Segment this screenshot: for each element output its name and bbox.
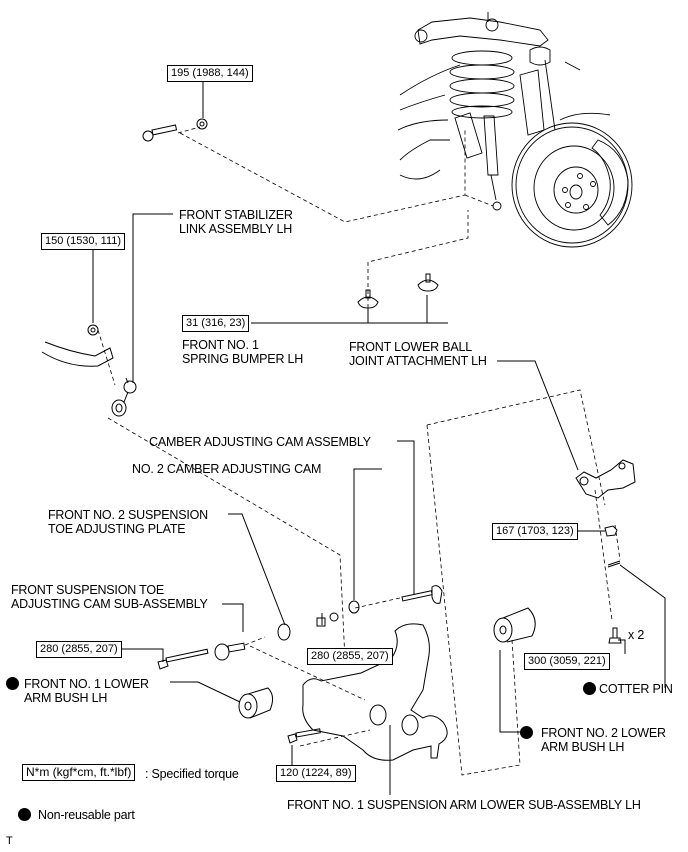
label-stabilizer-link: FRONT STABILIZER LINK ASSEMBLY LH bbox=[179, 208, 293, 236]
stabilizer-nut bbox=[87, 324, 99, 336]
label-cotter-pin: COTTER PIN bbox=[599, 682, 673, 696]
label-no1-bush: FRONT NO. 1 LOWER ARM BUSH LH bbox=[24, 677, 149, 705]
no1-bush bbox=[238, 687, 274, 719]
label-ball-joint-attachment: FRONT LOWER BALL JOINT ATTACHMENT LH bbox=[349, 340, 487, 368]
camber-cam-bolt bbox=[401, 585, 443, 604]
quantity-note: x 2 bbox=[628, 628, 645, 642]
ball-joint-attachment bbox=[575, 459, 636, 499]
assembly-guide-lines bbox=[97, 126, 621, 776]
torque-upper-bolt: 195 (1988, 144) bbox=[167, 65, 253, 82]
label-toe-cam: FRONT SUSPENSION TOE ADJUSTING CAM SUB-A… bbox=[11, 583, 208, 611]
label-toe-plate: FRONT NO. 2 SUSPENSION TOE ADJUSTING PLA… bbox=[48, 508, 208, 536]
toe-bolt bbox=[157, 648, 209, 670]
spring-bumpers bbox=[357, 273, 439, 309]
legend-non-reusable: Non-reusable part bbox=[38, 808, 135, 822]
legend-torque-unit: N*m (kgf*cm, ft.*lbf) bbox=[22, 764, 136, 781]
torque-lower-arm-bolt: 120 (1224, 89) bbox=[276, 765, 356, 782]
legend-non-reusable-marker bbox=[18, 808, 31, 821]
leader-lines bbox=[92, 81, 666, 795]
torque-stabilizer-nut: 150 (1530, 111) bbox=[41, 233, 126, 250]
brake-disc bbox=[511, 122, 633, 248]
upper-nut bbox=[196, 118, 208, 130]
camber-nut-washer bbox=[316, 612, 339, 627]
non-reusable-marker-no2-bush bbox=[520, 726, 533, 739]
no2-camber-cam bbox=[348, 600, 360, 614]
attachment-bolt bbox=[608, 627, 622, 644]
non-reusable-marker-no1-bush bbox=[6, 677, 19, 690]
suspension-assembly-illustration bbox=[397, 12, 633, 248]
torque-camber-nut: 280 (2855, 207) bbox=[307, 648, 393, 665]
stabilizer-bar bbox=[41, 341, 114, 367]
upper-bolt bbox=[142, 124, 178, 142]
torque-attachment-bolt: 300 (3059, 221) bbox=[524, 653, 610, 670]
torque-toe-cam-bolt: 280 (2855, 207) bbox=[36, 641, 122, 658]
label-no2-camber-cam: NO. 2 CAMBER ADJUSTING CAM bbox=[132, 462, 322, 476]
toe-plate bbox=[277, 623, 291, 641]
coil-spring bbox=[449, 50, 515, 119]
label-lower-arm: FRONT NO. 1 SUSPENSION ARM LOWER SUB-ASS… bbox=[287, 798, 641, 812]
torque-ball-joint-nut: 167 (1703, 123) bbox=[492, 523, 578, 540]
stabilizer-link bbox=[111, 377, 137, 417]
lower-arm-bolt bbox=[287, 728, 321, 744]
no2-bush bbox=[493, 607, 536, 643]
lower-arm bbox=[302, 623, 448, 761]
cotter-pin bbox=[607, 560, 621, 568]
label-no2-bush: FRONT NO. 2 LOWER ARM BUSH LH bbox=[541, 726, 666, 754]
ball-joint-nut bbox=[604, 525, 618, 537]
torque-spring-bumper: 31 (316, 23) bbox=[182, 315, 250, 332]
legend-torque-desc: : Specified torque bbox=[145, 767, 239, 781]
toe-cam bbox=[214, 642, 246, 661]
label-spring-bumper: FRONT NO. 1 SPRING BUMPER LH bbox=[182, 338, 304, 366]
corner-mark: T bbox=[6, 835, 13, 847]
non-reusable-marker-cotter-pin bbox=[583, 682, 596, 695]
label-camber-cam-assembly: CAMBER ADJUSTING CAM ASSEMBLY bbox=[149, 435, 371, 449]
